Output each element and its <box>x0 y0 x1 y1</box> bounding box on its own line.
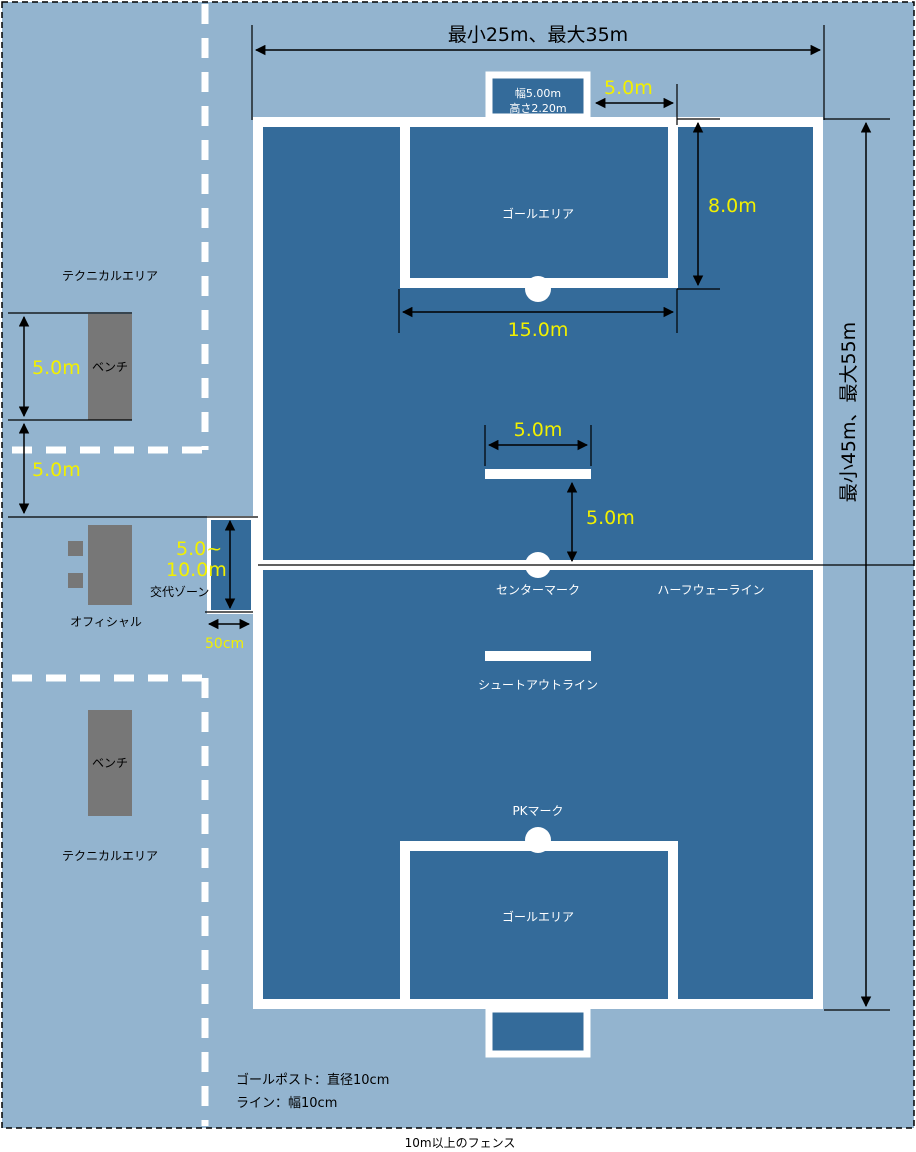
goal-area-top-label: ゴールエリア <box>502 206 574 221</box>
sub-zone-label: 交代ゾーン <box>150 584 209 599</box>
sub-zone-dim-line2: 10.0m <box>166 559 227 581</box>
bench-top-label: ベンチ <box>92 360 128 374</box>
shootout-line-bottom <box>485 651 591 661</box>
officials-label: オフィシャル <box>70 615 142 629</box>
sub-zone-width-dim: 50cm <box>205 636 244 652</box>
bench-gap-dimension: 5.0m <box>32 459 81 481</box>
pk-mark-bottom <box>525 827 551 853</box>
area-width-dim: 15.0m <box>508 319 569 341</box>
goal-bottom <box>485 1005 591 1058</box>
dimension-arrows <box>18 44 872 1008</box>
official-seat-2 <box>68 573 83 588</box>
goal-size-width: 幅5.00m <box>515 87 561 100</box>
pk-mark-top <box>525 276 551 302</box>
guide-lines <box>8 25 914 1011</box>
shootout-line-top <box>485 469 591 479</box>
line-note: ライン：幅10cm <box>236 1096 337 1111</box>
pk-mark-label: PKマーク <box>512 804 563 818</box>
shootout-width-dim: 5.0m <box>514 419 563 441</box>
bench-bottom-label: ベンチ <box>92 756 128 770</box>
sub-zone-dim-line1: 5.0~ <box>176 538 222 560</box>
technical-area-top-label: テクニカルエリア <box>62 269 158 283</box>
technical-area-lines <box>12 4 209 1126</box>
shootout-dist-dim: 5.0m <box>586 507 635 529</box>
bench-bottom <box>88 710 132 816</box>
official-seat-1 <box>68 541 83 556</box>
bench-top <box>88 314 132 420</box>
halfway-line-label: ハーフウェーライン <box>657 583 764 597</box>
goal-top <box>485 71 591 121</box>
goal-area-bottom-label: ゴールエリア <box>502 909 574 924</box>
goal-offset-dim: 5.0m <box>604 77 653 99</box>
goal-size-height: 高さ2.20m <box>509 101 566 115</box>
goalpost-note: ゴールポスト：直径10cm <box>236 1072 389 1088</box>
bench-dimension: 5.0m <box>32 357 81 379</box>
shootout-line-label: シュートアウトライン <box>478 678 598 692</box>
officials-table <box>88 525 132 605</box>
width-dimension: 最小25m、最大35m <box>448 24 628 46</box>
area-depth-dim: 8.0m <box>708 195 757 217</box>
fence-note: 10m以上のフェンス <box>405 1136 516 1150</box>
length-dimension: 最小45m、最大55m <box>838 322 860 502</box>
technical-area-bottom-label: テクニカルエリア <box>62 849 158 863</box>
center-mark-label: センターマーク <box>496 583 580 597</box>
